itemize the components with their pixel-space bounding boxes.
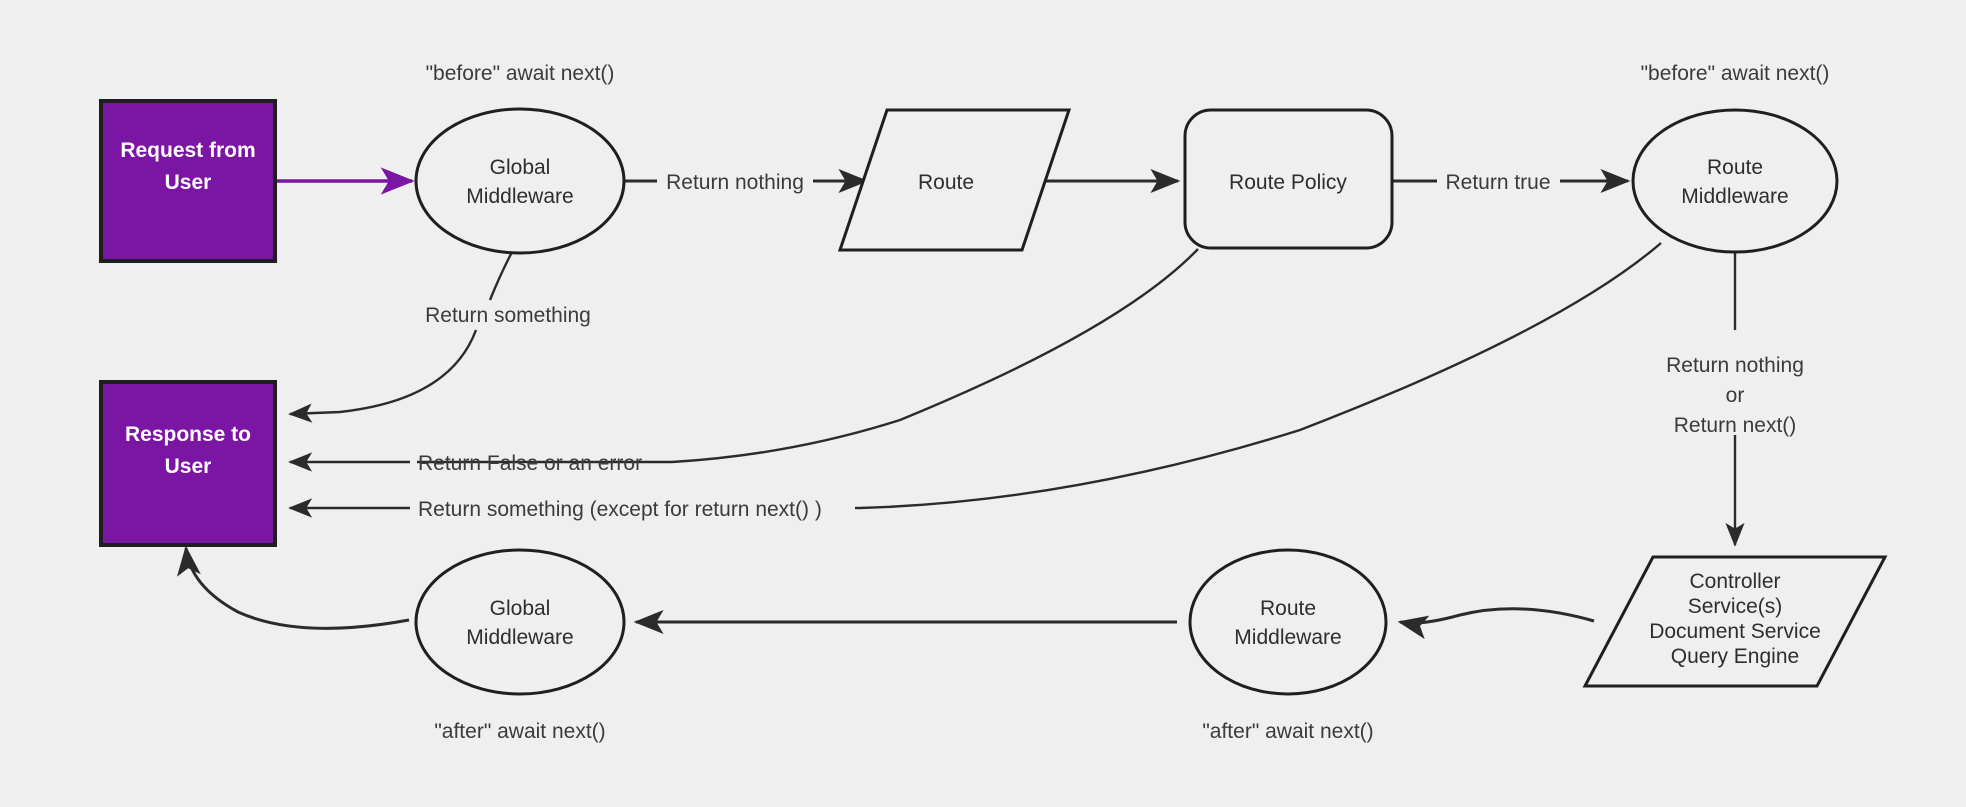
edge-label-return-something-except: Return something (except for return next… xyxy=(418,498,822,521)
controller-line2: Service(s) xyxy=(1688,595,1783,618)
route-policy-box[interactable] xyxy=(1183,108,1394,250)
edge-return-something-to-response xyxy=(288,329,478,423)
request-from-user-box[interactable] xyxy=(99,99,277,263)
global-middleware-bottom-line1: Global xyxy=(490,597,551,620)
edge-label-return-nothing-or-next-line2: or xyxy=(1726,384,1745,407)
edge-global-mw-bottom-to-response xyxy=(176,545,410,630)
route-label: Route xyxy=(918,171,974,194)
request-box-line2: User xyxy=(165,171,212,194)
edge-controller-to-route-middleware-bottom xyxy=(1397,607,1595,640)
controller-line1: Controller xyxy=(1689,570,1780,593)
edge-label-return-false-or-error: Return False or an error xyxy=(418,452,642,475)
edge-label-return-nothing-or-next-line1: Return nothing xyxy=(1666,354,1804,377)
global-middleware-top-line1: Global xyxy=(490,156,551,179)
edge-label-return-something: Return something xyxy=(425,304,591,327)
annotation-before-await-next-right: "before" await next() xyxy=(1641,62,1830,85)
request-box-line1: Request from xyxy=(120,139,255,162)
edge-label-return-nothing-or-next-line3: Return next() xyxy=(1674,414,1797,437)
global-middleware-bottom-ellipse[interactable] xyxy=(414,548,626,696)
global-middleware-top-line2: Middleware xyxy=(466,185,573,208)
annotation-before-await-next-left: "before" await next() xyxy=(426,62,615,85)
route-parallelogram[interactable] xyxy=(837,108,1072,252)
route-middleware-top-ellipse[interactable] xyxy=(1631,108,1839,254)
response-box-line2: User xyxy=(165,455,212,478)
controller-line3: Document Service xyxy=(1649,620,1821,643)
edge-route-policy-to-response-curve xyxy=(671,248,1199,464)
global-middleware-top-ellipse[interactable] xyxy=(414,107,626,255)
route-policy-label: Route Policy xyxy=(1229,171,1347,194)
edge-label-return-true: Return true xyxy=(1445,171,1550,194)
annotation-after-await-next-right: "after" await next() xyxy=(1202,720,1373,743)
route-middleware-top-line1: Route xyxy=(1707,156,1763,179)
edge-route-mw-to-response-curve xyxy=(859,242,1662,510)
controller-parallelogram[interactable] xyxy=(1582,555,1888,688)
response-to-user-box[interactable] xyxy=(99,380,277,547)
global-middleware-bottom-line2: Middleware xyxy=(466,626,573,649)
controller-line4: Query Engine xyxy=(1671,645,1799,668)
edge-global-mw-return-something-upper xyxy=(488,251,514,301)
route-middleware-bottom-line2: Middleware xyxy=(1234,626,1341,649)
edge-label-return-nothing: Return nothing xyxy=(666,171,804,194)
route-middleware-bottom-line1: Route xyxy=(1260,597,1316,620)
response-box-line1: Response to xyxy=(125,423,251,446)
route-middleware-top-line2: Middleware xyxy=(1681,185,1788,208)
route-middleware-bottom-ellipse[interactable] xyxy=(1188,548,1388,696)
annotation-after-await-next-left: "after" await next() xyxy=(434,720,605,743)
